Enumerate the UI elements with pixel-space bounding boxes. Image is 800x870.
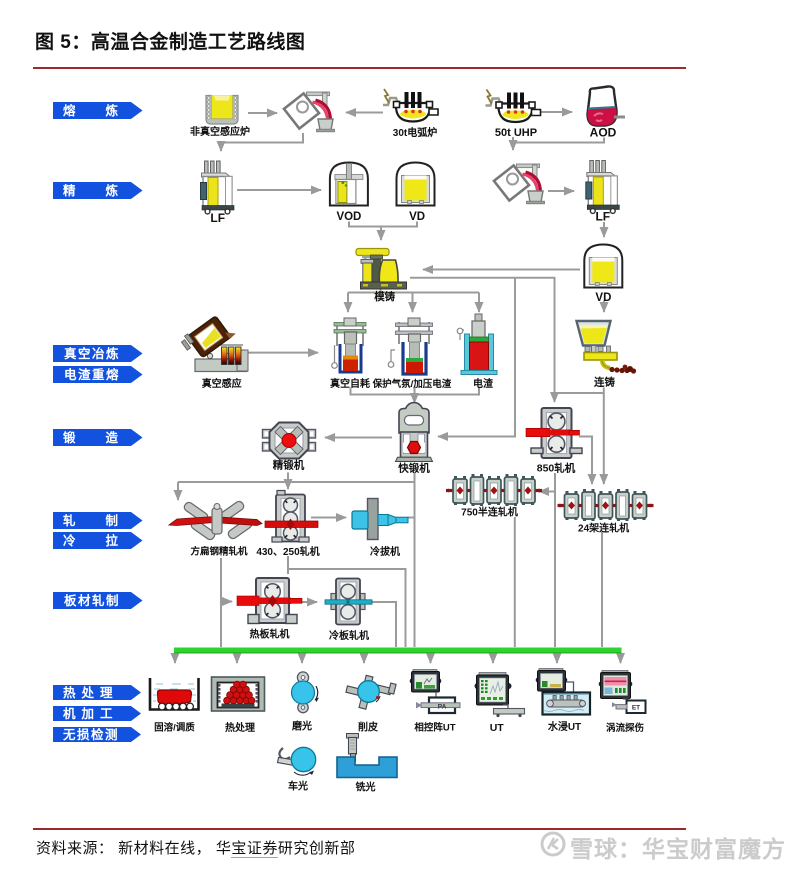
svg-text:VD: VD [595,292,611,304]
svg-text:ET: ET [632,705,640,712]
svg-text:熔炼: 熔炼 [63,103,148,118]
svg-text:热板轧机: 热板轧机 [250,628,290,641]
svg-text:冷拔机: 冷拔机 [370,545,400,558]
svg-text:轧制: 轧制 [63,513,148,528]
svg-text:VOD: VOD [336,211,361,223]
svg-text:削皮: 削皮 [358,721,378,734]
svg-text:850轧机: 850轧机 [537,462,576,475]
svg-text:热处理: 热处理 [225,721,255,734]
svg-text:涡流探伤: 涡流探伤 [606,722,645,734]
svg-text:连铸: 连铸 [594,376,615,389]
svg-text:LF: LF [595,210,610,224]
svg-text:铣光: 铣光 [356,781,376,794]
svg-text:24架连轧机: 24架连轧机 [578,522,629,535]
svg-text:快锻机: 快锻机 [397,462,430,475]
svg-text:50t UHP: 50t UHP [495,127,537,139]
svg-text:水浸UT: 水浸UT [547,720,581,733]
svg-text:电渣: 电渣 [473,377,494,390]
svg-text:相控阵UT: 相控阵UT [414,722,455,734]
svg-text:430、250轧机: 430、250轧机 [256,545,319,558]
svg-text:固溶/调质: 固溶/调质 [154,722,195,734]
svg-text:车光: 车光 [288,780,308,793]
svg-text:真空自耗: 真空自耗 [330,377,370,390]
svg-text:方扁钢精轧机: 方扁钢精轧机 [190,546,248,558]
svg-text:真空感应: 真空感应 [202,377,242,390]
svg-text:750半连轧机: 750半连轧机 [461,506,518,519]
svg-text:冷拉: 冷拉 [63,533,148,548]
svg-text:精锻机: 精锻机 [273,459,305,472]
svg-text:电渣重熔: 电渣重熔 [64,367,120,382]
svg-text:保护气氛/加压电渣: 保护气氛/加压电渣 [372,378,452,390]
svg-text:模铸: 模铸 [374,290,395,303]
svg-text:板材轧制: 板材轧制 [64,593,120,608]
svg-text:PA: PA [438,704,447,711]
svg-text:磨光: 磨光 [291,720,312,733]
svg-text:锻造: 锻造 [63,430,148,445]
svg-text:VD: VD [409,211,425,223]
svg-text:冷板轧机: 冷板轧机 [329,629,369,642]
svg-text:机加工: 机加工 [63,706,119,721]
svg-text:AOD: AOD [590,126,617,140]
svg-text:真空冶炼: 真空冶炼 [64,346,120,361]
svg-text:非真空感应炉: 非真空感应炉 [190,125,250,138]
svg-text:30t电弧炉: 30t电弧炉 [393,126,437,139]
svg-text:LF: LF [210,211,225,225]
svg-text:UT: UT [490,722,505,734]
svg-text:精炼: 精炼 [63,183,148,198]
svg-text:热处理: 热处理 [63,685,119,700]
svg-text:无损检测: 无损检测 [62,727,119,742]
